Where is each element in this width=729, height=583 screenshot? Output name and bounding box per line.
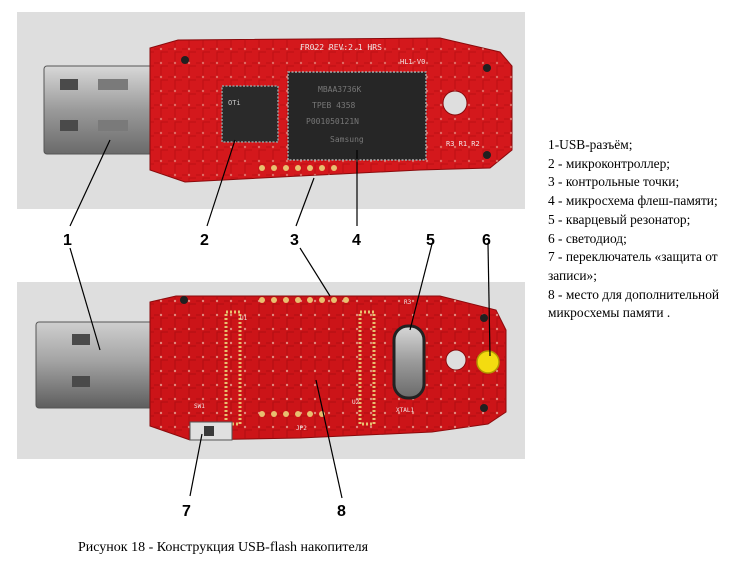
marker-5: 5	[426, 232, 435, 249]
legend-item-1: 1-USB-разъём;	[548, 137, 633, 152]
marker-7: 7	[182, 503, 191, 520]
top-test-points	[259, 165, 337, 171]
flash-label-1: MBAA3736K	[318, 85, 362, 94]
silk-xtal1: XTAL1	[396, 407, 414, 414]
marker-2: 2	[200, 232, 209, 249]
marker-1: 1	[63, 232, 72, 249]
top-microcontroller	[221, 85, 279, 143]
empty-footprint-right	[358, 310, 376, 426]
legend-item-6: 6 - светодиод;	[548, 230, 627, 246]
flash-label-4: Samsung	[330, 135, 364, 144]
silk-u2: U2	[352, 399, 360, 406]
top-silk-title: FR022 REV:2.1 HRS	[300, 43, 382, 52]
top-board: OTi MBAA3736K TPEB 4358 P001050121N Sams…	[43, 37, 513, 183]
silk-jp2: JP2	[296, 425, 307, 432]
led	[476, 350, 500, 374]
flash-label-3: P001050121N	[306, 117, 359, 126]
callout-lines	[69, 139, 491, 499]
legend: 1-USB-разъём; 2 - микроконтроллер; 3 - к…	[548, 136, 728, 323]
top-silk-right: HL1-V0	[400, 58, 425, 66]
bottom-test-points	[259, 297, 349, 417]
bottom-board: SW1 XTAL1 JP2 U2 U1 R3	[35, 295, 507, 441]
silk-u1: U1	[240, 315, 248, 322]
marker-3: 3	[290, 232, 299, 249]
top-flash-chip	[287, 71, 427, 161]
legend-item-7: 7 - переключатель «защита от записи»;	[548, 249, 718, 283]
silk-r3: R3	[404, 299, 412, 306]
figure-caption: Рисунок 18 - Конструкция USB-flash накоп…	[78, 540, 369, 555]
marker-4: 4	[352, 232, 361, 249]
legend-item-3: 3 - контрольные точки;	[548, 174, 680, 190]
silk-sw1: SW1	[194, 403, 205, 410]
legend-item-8: 8 - место для дополнительной микросхемы …	[548, 286, 720, 321]
usb-flash-photo: OTi MBAA3736K TPEB 4358 P001050121N Sams…	[17, 12, 525, 520]
top-silk-bottom: R3 R1 R2	[446, 140, 480, 148]
marker-6: 6	[482, 232, 491, 249]
top-chip-label: OTi	[228, 99, 241, 107]
legend-item-2: 2 - микроконтроллер;	[548, 155, 671, 171]
flash-label-2: TPEB 4358	[312, 101, 356, 110]
marker-8: 8	[337, 503, 346, 520]
legend-item-4: 4 - микросхема флеш-памяти;	[548, 193, 718, 209]
legend-item-5: 5 - кварцевый резонатор;	[548, 211, 691, 227]
empty-footprint-left	[224, 310, 242, 426]
crystal-resonator	[392, 324, 426, 400]
